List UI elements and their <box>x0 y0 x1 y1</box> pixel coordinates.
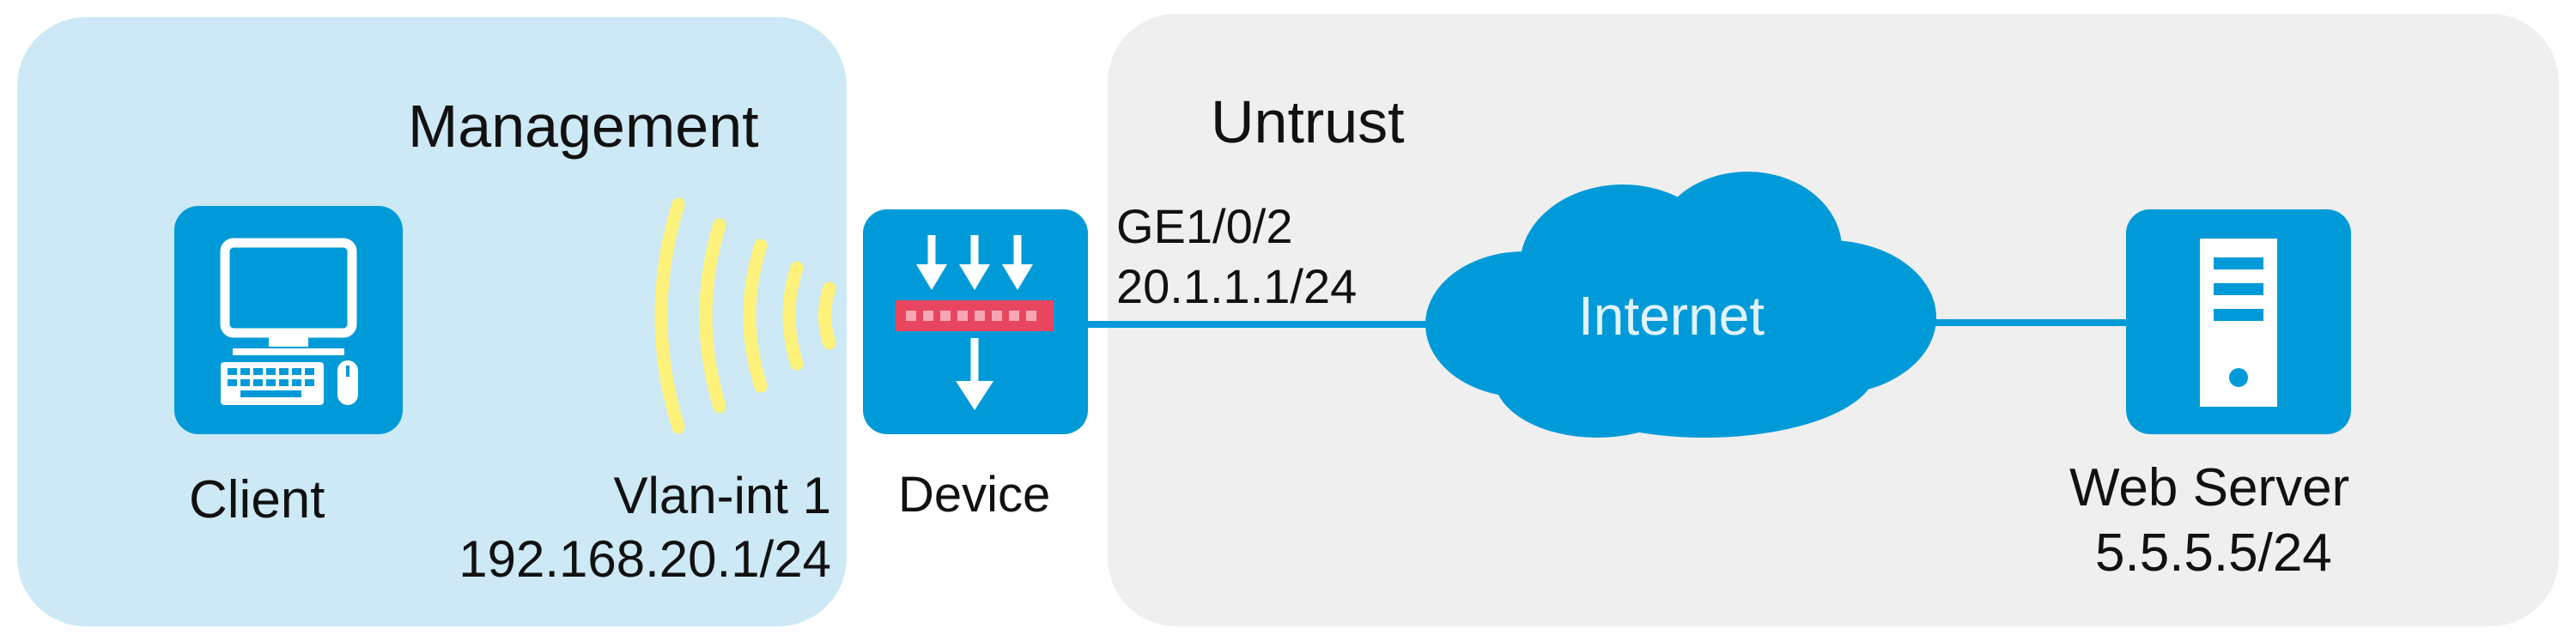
vlan-interface-address: 192.168.20.1/24 <box>459 530 831 588</box>
server-icon <box>2200 239 2277 407</box>
device-label: Device <box>898 467 1051 523</box>
web-server-address: 5.5.5.5/24 <box>2095 523 2332 583</box>
web-server-label: Web Server <box>2069 458 2350 517</box>
client-label: Client <box>189 470 325 529</box>
ge-interface-address: 20.1.1.1/24 <box>1116 259 1358 313</box>
untrust-zone-title: Untrust <box>1211 88 1405 155</box>
client-device[interactable] <box>174 206 403 434</box>
firewall-device[interactable] <box>863 209 1088 434</box>
web-server-device[interactable] <box>2126 209 2351 434</box>
ge-interface-name: GE1/0/2 <box>1116 199 1293 253</box>
firewall-icon <box>896 235 1054 410</box>
vlan-interface-name: Vlan-int 1 <box>613 467 831 524</box>
computer-icon <box>220 238 358 405</box>
management-zone-title: Management <box>408 93 759 160</box>
internet-label: Internet <box>1578 285 1765 347</box>
